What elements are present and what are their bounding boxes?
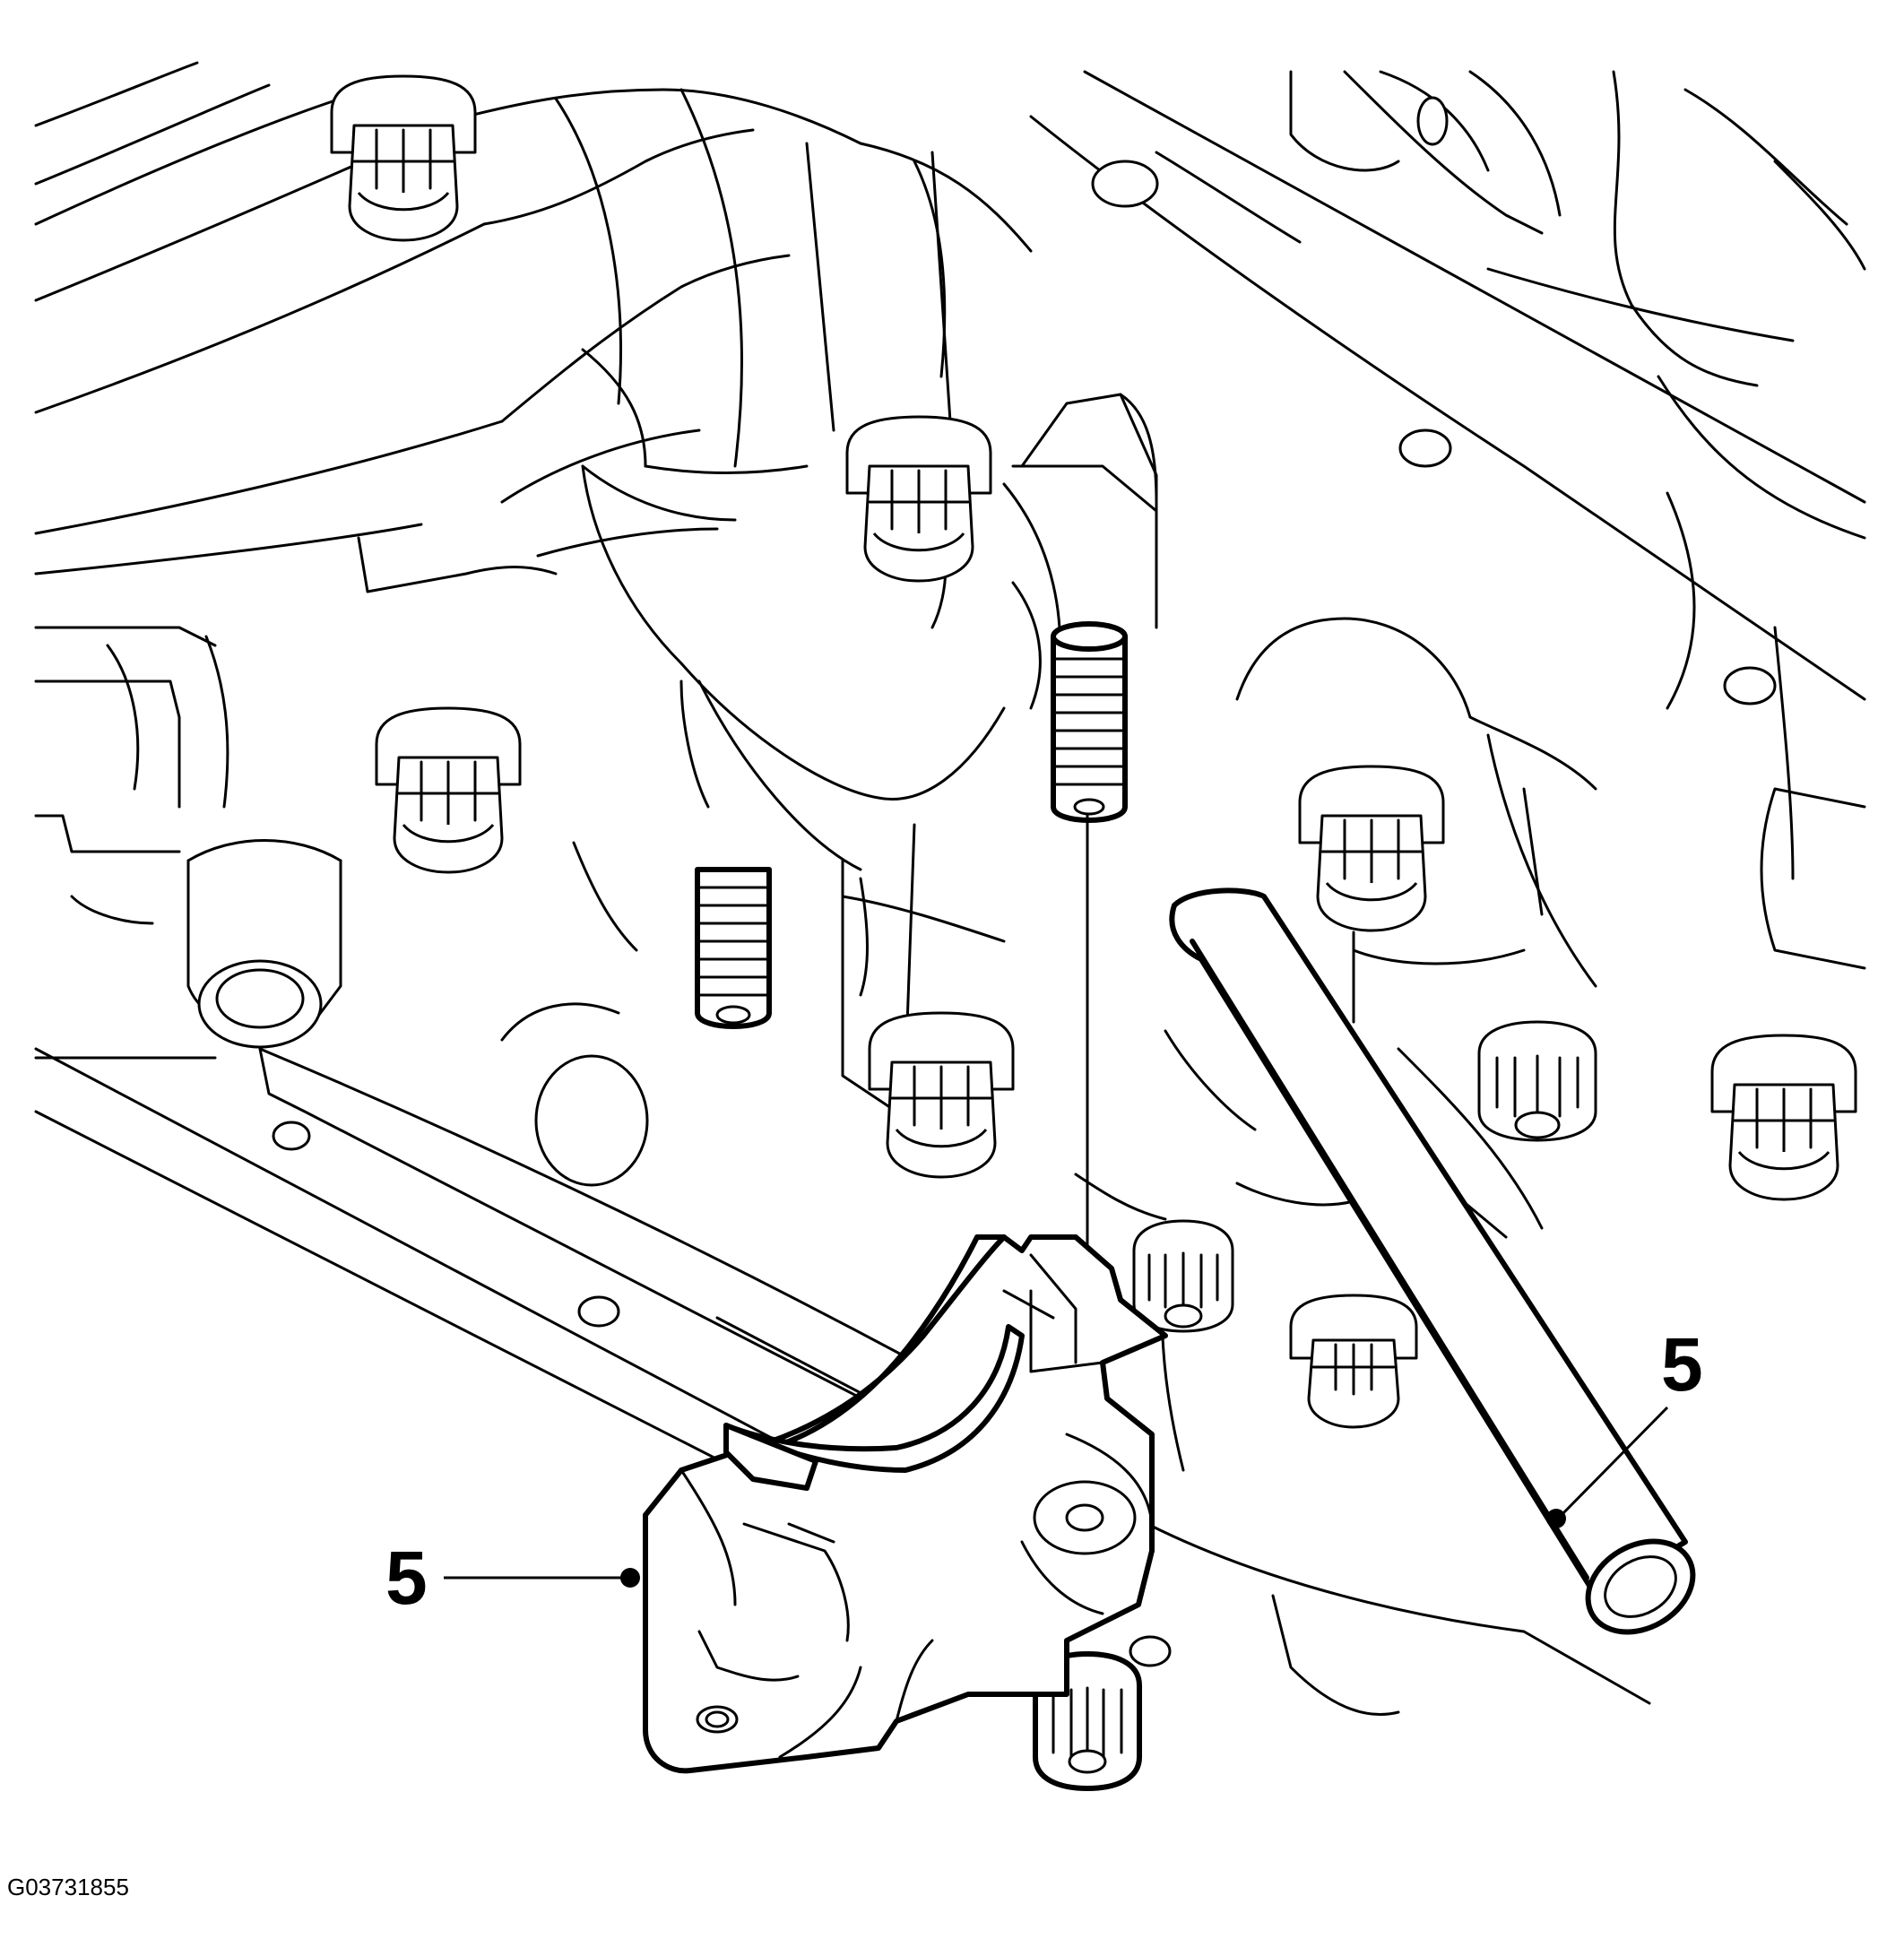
callout-leaders [444, 1406, 1669, 1588]
cap-bolt [1710, 1034, 1857, 1201]
cap-bolt [868, 1011, 1015, 1179]
cap-bolt [845, 415, 992, 583]
engine-rail-right [1029, 70, 1866, 970]
cap-bolt [330, 74, 477, 242]
figure-id: G03731855 [7, 1874, 129, 1900]
oil-pocket [500, 1002, 649, 1187]
lower-bearing-cap [643, 1234, 1168, 1774]
callout-label: 5 [1661, 1322, 1703, 1407]
threaded-stud-left [695, 867, 772, 1029]
cap-bolt [375, 706, 522, 874]
main-bearing-cap-upper [572, 348, 1158, 1113]
main-bearing-cap-right [1074, 617, 1597, 1239]
cap-bolt [1298, 765, 1445, 932]
cap-nut [1132, 1219, 1234, 1333]
engine-block-outline [34, 61, 1033, 1060]
cap-nut [1477, 1020, 1597, 1142]
alignment-rod [1169, 887, 1696, 1635]
threaded-stud-center [1051, 621, 1128, 823]
callout-label: 5 [385, 1536, 428, 1620]
cap-bolt [1289, 1294, 1418, 1429]
cap-boss-left [186, 839, 342, 1049]
bearing-shell [723, 1289, 1055, 1544]
